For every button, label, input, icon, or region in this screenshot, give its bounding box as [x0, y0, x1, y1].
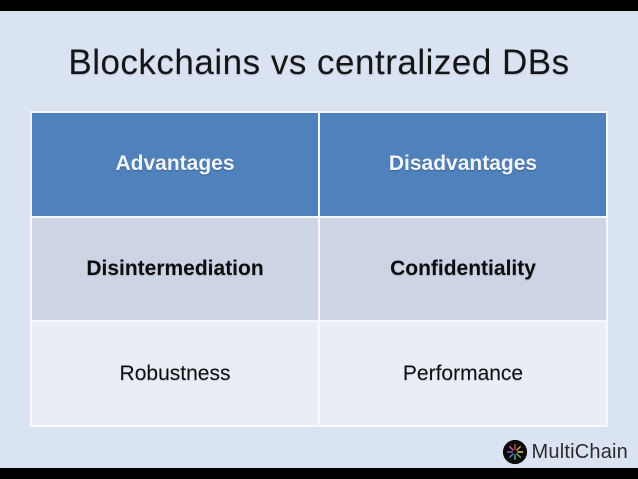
table-cell-disintermediation: Disintermediation	[32, 217, 318, 321]
slide-title: Blockchains vs centralized DBs	[68, 43, 570, 82]
table-header-disadvantages: Disadvantages	[320, 113, 606, 216]
table-cell-robustness: Robustness	[32, 322, 318, 425]
slide-canvas: Blockchains vs centralized DBs Advantage…	[0, 11, 638, 468]
letterbox-top	[0, 0, 638, 11]
table-header-advantages: Advantages	[32, 113, 318, 216]
multichain-wordmark: MultiChain	[531, 440, 628, 463]
letterbox-bottom	[0, 468, 638, 479]
table-cell-confidentiality: Confidentiality	[320, 217, 606, 321]
asterisk-burst-icon	[502, 439, 527, 465]
multichain-logo: MultiChain	[502, 439, 628, 465]
comparison-table: Advantages Disadvantages Disintermediati…	[30, 111, 608, 427]
table-cell-performance: Performance	[320, 322, 606, 425]
